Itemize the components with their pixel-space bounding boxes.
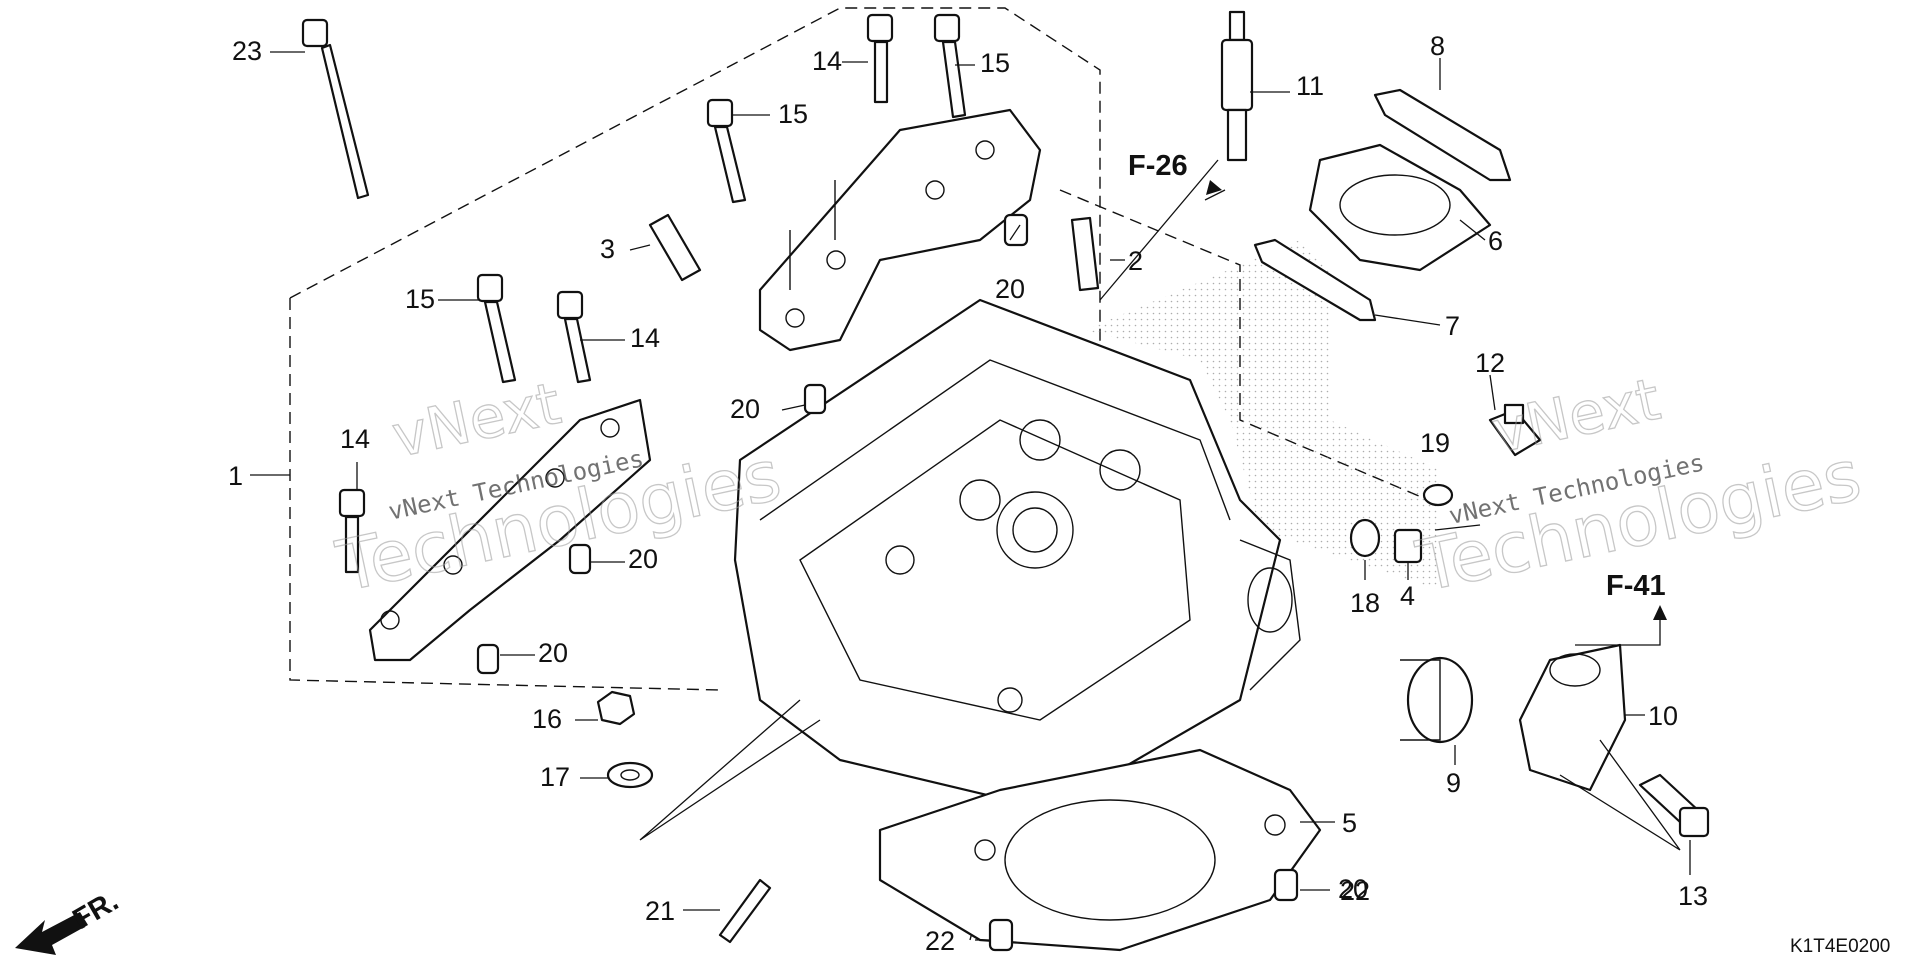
callout-14-left: 14 — [630, 323, 660, 353]
ref-arrow-f41 — [1575, 615, 1661, 646]
callout-11: 11 — [1296, 71, 1324, 101]
bolt-15-top — [933, 13, 967, 119]
watermark-left: vNext Technologies vNext Technologies — [329, 368, 788, 608]
callout-13: 13 — [1678, 881, 1708, 911]
ref-arrow-f41-head — [1653, 605, 1667, 620]
thermostat-9 — [1400, 656, 1474, 744]
watermark-brand-right: vNext — [1486, 365, 1666, 467]
callout-23: 23 — [232, 36, 262, 66]
callout-7: 7 — [1445, 311, 1460, 341]
clamp-8 — [1373, 88, 1512, 182]
front-direction-arrow-icon — [15, 912, 88, 955]
watermark-right: vNext Technologies vNext Technologies — [1409, 364, 1868, 608]
valve-guide-2 — [1070, 216, 1100, 292]
callout-5: 5 — [1342, 808, 1357, 838]
callout-10: 10 — [1648, 701, 1678, 731]
leader-lines — [250, 51, 1691, 941]
ref-arrow-f26-head — [1206, 180, 1222, 195]
insulator-6 — [1308, 143, 1492, 272]
nut-16 — [596, 690, 636, 726]
washer-17 — [606, 761, 654, 789]
reference-label-f26: F-26 — [1128, 150, 1188, 182]
camshaft-holder-upper — [758, 108, 1042, 352]
callout-15-mid: 15 — [778, 99, 808, 129]
callout-20-top: 20 — [995, 274, 1025, 304]
spark-plug-11 — [1220, 10, 1254, 162]
reference-label-f41: F-41 — [1606, 570, 1666, 602]
washer-19 — [1422, 483, 1454, 507]
washer-18 — [1349, 518, 1381, 558]
thermostat-cover-10 — [1518, 643, 1627, 792]
callout-3: 3 — [600, 234, 615, 264]
clamp-7 — [1253, 238, 1377, 322]
callout-2: 2 — [1128, 246, 1143, 276]
cylinder-head — [733, 298, 1301, 812]
callout-12: 12 — [1475, 348, 1505, 378]
stud-bolt-21 — [718, 878, 772, 944]
valve-guide-3 — [648, 213, 702, 282]
callout-20-mid: 20 — [730, 394, 760, 424]
bolt-15-mid — [706, 98, 747, 204]
callout-16: 16 — [532, 704, 562, 734]
callout-19: 19 — [1420, 428, 1450, 458]
bolt-14-top — [866, 13, 894, 104]
callout-14-far-left: 14 — [340, 424, 370, 454]
callout-20-gasket: 20 — [1338, 874, 1368, 904]
callout-1: 1 — [228, 461, 243, 491]
diagram-code: K1T4E0200 — [1790, 936, 1890, 957]
camshaft-holder-lower — [368, 398, 652, 662]
callout-6: 6 — [1488, 226, 1503, 256]
callout-20-low: 20 — [538, 638, 568, 668]
callout-14-top: 14 — [812, 46, 842, 76]
callout-22: 22 — [1340, 876, 1370, 906]
bolt-15-left — [476, 273, 517, 384]
bolt-14-far-left — [338, 488, 366, 574]
sensor-12 — [1488, 403, 1542, 457]
callout-18: 18 — [1350, 588, 1380, 618]
ref-arrow-f26 — [1204, 189, 1226, 201]
watermark-brand-left: vNext — [386, 369, 566, 471]
callout-20-right: 20 — [628, 544, 658, 574]
assembly-group-outline — [289, 7, 1101, 941]
head-gasket — [878, 748, 1322, 952]
callout-9: 9 — [1446, 768, 1461, 798]
callout-15-top: 15 — [980, 48, 1010, 78]
bolt-13 — [1638, 773, 1710, 838]
callout-15-left: 15 — [405, 284, 435, 314]
shaded-region — [1085, 240, 1440, 590]
bolt-23 — [301, 18, 370, 200]
callout-17: 17 — [540, 762, 570, 792]
callout-8: 8 — [1430, 31, 1445, 61]
callout-4: 4 — [1400, 581, 1415, 611]
callout-21: 21 — [645, 896, 675, 926]
bolt-14-left — [556, 290, 592, 384]
callout-22-lower: 22 — [925, 926, 955, 956]
